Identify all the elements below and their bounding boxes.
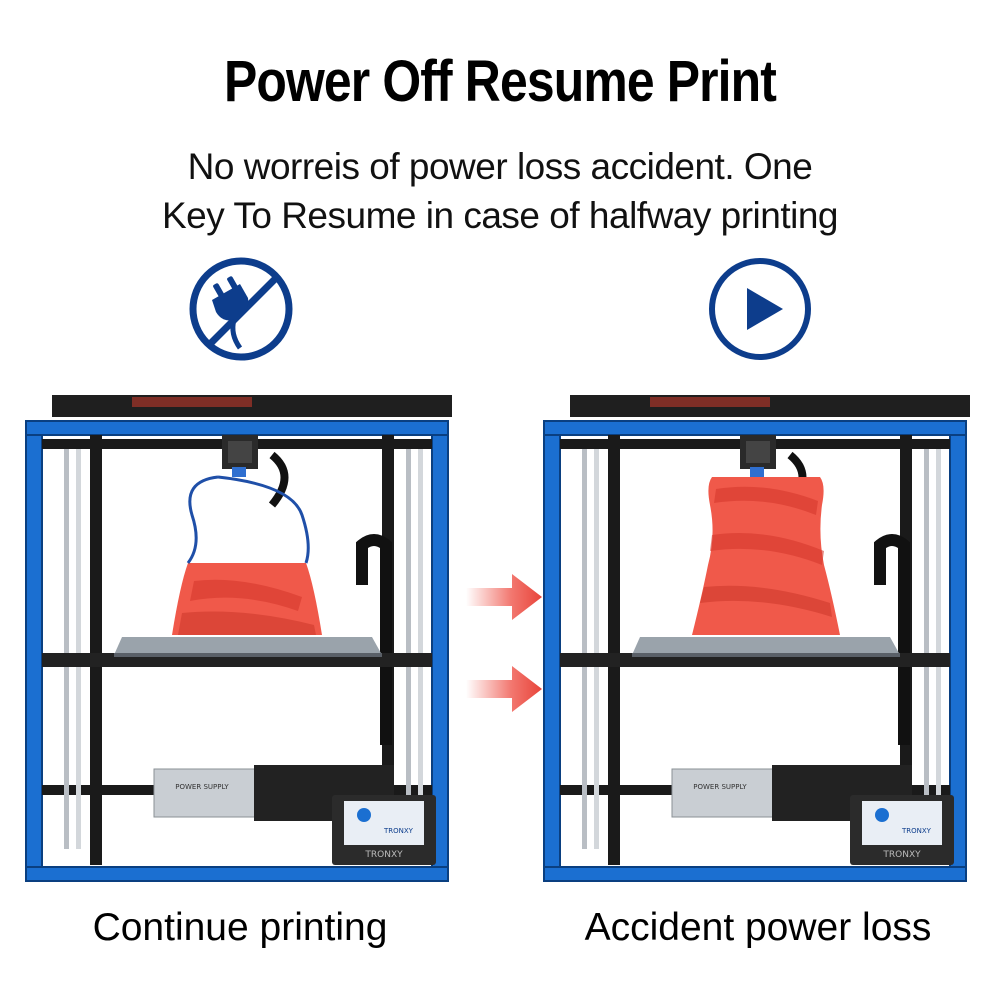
caption-right: Accident power loss (584, 906, 932, 949)
arrow-right-icon (466, 574, 542, 620)
screen-logo: TRONXY (901, 827, 932, 835)
screen-logo: TRONXY (383, 827, 414, 835)
page-title: Power Off Resume Print (223, 49, 777, 114)
frame-brand: TRONXY (882, 850, 921, 860)
printer-left-image: POWER SUPPLY TRONXY TRONXY (25, 395, 452, 882)
play-icon (709, 258, 811, 360)
power-unplugged-icon (189, 257, 293, 361)
psu-label: POWER SUPPLY (693, 783, 747, 791)
psu-label: POWER SUPPLY (175, 783, 229, 791)
frame-brand: TRONXY (364, 850, 403, 860)
printer-right-image: POWER SUPPLY TRONXY TRONXY (543, 395, 970, 882)
arrow-right-icon (466, 666, 542, 712)
caption-left: Continue printing (92, 906, 388, 949)
subtitle-line-2: Key To Resume in case of halfway printin… (161, 195, 839, 236)
subtitle-line-1: No worreis of power loss accident. One (187, 146, 813, 187)
